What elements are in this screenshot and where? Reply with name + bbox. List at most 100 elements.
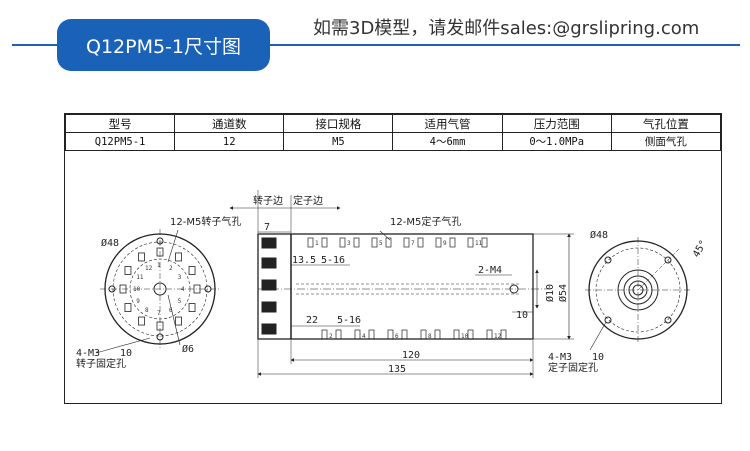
left-port-number: 10	[133, 286, 141, 293]
left-mount-hole-top	[156, 237, 164, 245]
right-mount-hole-4	[604, 256, 612, 264]
side-top-port	[353, 237, 360, 248]
flange-block-4	[261, 301, 277, 313]
left-port-6	[175, 316, 182, 326]
side-bottom-port	[467, 329, 474, 340]
left-port-number: 9	[136, 298, 140, 305]
stator-body	[290, 233, 534, 340]
left-port-1	[156, 247, 164, 257]
header-divider-line	[12, 44, 740, 46]
side-top-port	[435, 237, 442, 248]
flange-block-2	[261, 257, 277, 269]
right-end-view	[585, 237, 692, 351]
left-port-2	[175, 252, 182, 262]
left-port-number: 4	[181, 286, 185, 293]
left-port-8	[138, 316, 145, 326]
left-port-number: 3	[178, 274, 182, 281]
dim-135-label: 135	[388, 364, 406, 375]
left-mount-hole-bottom	[156, 333, 164, 341]
side-bottom-port	[368, 329, 375, 340]
side-top-port	[385, 237, 392, 248]
side-top-port	[371, 237, 378, 248]
spec-value-model: Q12PM5-1	[64, 132, 176, 151]
spec-table: 型号 通道数 接口规格 适用气管 压力范围 气孔位置 Q12PM5-1 12 M…	[64, 114, 722, 151]
side-bottom-port	[401, 329, 408, 340]
side-bottom-port	[486, 329, 493, 340]
side-bottom-port	[335, 329, 342, 340]
dim-5-16-top-label: 5-16	[321, 255, 345, 266]
flange-block-5	[261, 323, 277, 335]
spec-value-pressure: 0～1.0MPa	[501, 132, 612, 151]
left-port-number: 12	[145, 265, 153, 272]
side-top-port-number: 9	[443, 240, 447, 247]
left-port-3	[188, 266, 196, 275]
left-bottom-note-2: 转子固定孔	[76, 357, 126, 370]
right-angle-label: 45°	[691, 238, 710, 259]
side-top-port-number: 11	[475, 240, 483, 247]
stator-side-label: 定子边	[293, 194, 323, 207]
spec-value-port-position: 侧面气孔	[610, 132, 722, 151]
dim-7-label: 7	[264, 222, 270, 233]
side-bottom-port	[387, 329, 394, 340]
side-bottom-port-number: 10	[461, 333, 469, 340]
dim-phi10-label: Ø10	[544, 284, 556, 302]
side-top-port	[449, 237, 456, 248]
left-port-number: 11	[136, 274, 144, 281]
side-top-note-leader	[379, 230, 391, 241]
left-bottom-note-1: 4-M3	[76, 348, 100, 359]
right-bottom-leader	[589, 321, 607, 351]
left-bottom-note-1b: 10	[120, 348, 132, 359]
side-top-port	[417, 237, 424, 248]
side-bottom-port	[453, 329, 460, 340]
left-port-7	[156, 321, 164, 331]
side-top-port-number: 7	[411, 240, 415, 247]
side-top-port-note: 12-M5定子气孔	[390, 215, 461, 228]
side-bottom-port	[354, 329, 361, 340]
flange-block-1	[261, 237, 277, 249]
right-45deg-line	[637, 247, 681, 291]
dim-5-16-bottom-label: 5-16	[337, 315, 361, 326]
left-bottom-leader	[95, 337, 151, 354]
right-bottom-note-1b: 10	[592, 352, 604, 363]
page-title: Q12PM5-1尺寸图	[85, 35, 241, 58]
side-bottom-port-number: 12	[494, 333, 502, 340]
side-bottom-port-number: 8	[428, 333, 432, 340]
left-hole-label: Ø6	[182, 343, 194, 355]
left-port-10	[119, 284, 127, 294]
left-port-number: 8	[145, 307, 149, 314]
drawing-frame	[64, 113, 722, 404]
contact-info: 如需3D模型，请发邮件sales:@grslipring.com	[313, 18, 700, 39]
left-port-number: 2	[169, 265, 173, 272]
dim-phi54-label: Ø54	[557, 284, 569, 302]
left-hole-leader	[167, 294, 181, 346]
left-port-11	[124, 266, 132, 275]
side-top-port-number: 3	[347, 240, 351, 247]
side-top-port	[481, 237, 488, 248]
right-dia-label: Ø48	[590, 229, 608, 241]
spec-value-row: Q12PM5-1 12 M5 4～6mm 0～1.0MPa 侧面气孔	[64, 132, 722, 151]
left-mount-hole-right	[204, 285, 212, 293]
side-bottom-port-number: 6	[395, 333, 399, 340]
left-port-12	[138, 252, 145, 262]
dim-22-label: 22	[306, 315, 318, 326]
left-mount-hole-left	[108, 285, 116, 293]
left-top-note: 12-M5转子气孔	[170, 215, 241, 228]
side-top-port	[307, 237, 314, 248]
rotor-side-label: 转子边	[253, 194, 283, 207]
side-top-port	[467, 237, 474, 248]
side-bottom-port	[420, 329, 427, 340]
flange-block-3	[261, 279, 277, 291]
left-port-9	[124, 303, 132, 312]
left-port-number: 5	[178, 298, 182, 305]
side-top-port-number: 1	[315, 240, 319, 247]
side-top-port	[321, 237, 328, 248]
left-port-4	[193, 284, 201, 294]
right-mount-hole-3	[604, 316, 612, 324]
left-port-number: 7	[157, 310, 161, 317]
left-port-5	[188, 303, 196, 312]
